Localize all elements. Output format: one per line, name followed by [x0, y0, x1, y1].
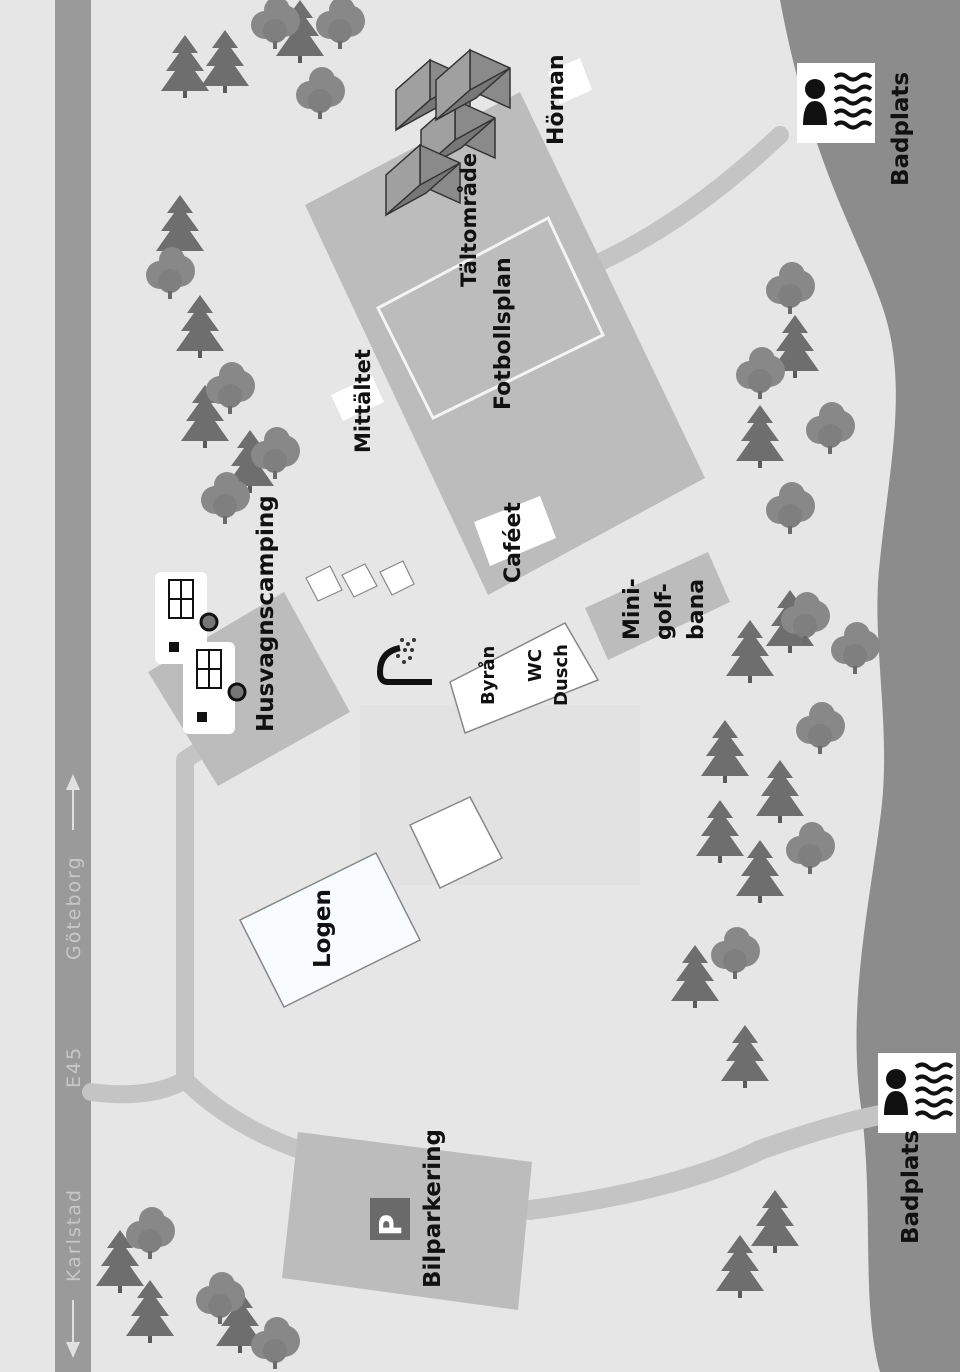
label-fotbollsplan: Fotbollsplan [491, 257, 516, 410]
road-label-goteborg: Göteborg [63, 855, 85, 960]
parking-icon: P [370, 1198, 410, 1240]
road-label-e45: E45 [63, 1046, 85, 1088]
swimmer-icon [876, 1051, 958, 1135]
arrow-up-icon [66, 774, 80, 830]
caravan-area [148, 592, 350, 786]
parking-sign-letter: P [374, 1214, 409, 1236]
road-label-karlstad: Karlstad [63, 1188, 85, 1282]
shower-icon [376, 638, 432, 685]
label-bana: bana [684, 579, 709, 640]
caravan-icon [153, 570, 247, 736]
label-badplats-top: Badplats [888, 72, 914, 186]
label-husvagnscamping: Husvagnscamping [253, 495, 279, 732]
map-labels: Husvagnscamping Mittältet Tältområde Fot… [253, 54, 924, 1288]
label-badplats-bottom: Badplats [898, 1130, 924, 1244]
label-byran: Byrån [477, 646, 499, 705]
road-labels: Karlstad E45 Göteborg [63, 774, 85, 1358]
camping-field [305, 92, 705, 595]
building-hornan [548, 58, 592, 104]
label-dusch: Dusch [551, 644, 572, 706]
lake [780, 0, 960, 1372]
label-bilparkering: Bilparkering [420, 1129, 446, 1288]
building-byran [449, 622, 600, 735]
label-hornan: Hörnan [544, 54, 569, 145]
small-cabins [305, 560, 415, 602]
label-golf: golf- [652, 583, 677, 640]
building-logen [238, 851, 422, 1009]
swimmer-icon [795, 61, 877, 145]
footpaths [82, 126, 890, 1220]
building-mittaltet [331, 376, 384, 421]
label-cafeet: Caféet [501, 502, 526, 583]
building-cafeet [474, 496, 556, 566]
label-mittaltet: Mittältet [351, 349, 375, 453]
football-pitch [376, 215, 605, 420]
label-taltomrade: Tältområde [456, 153, 481, 287]
minigolf-course [585, 552, 730, 660]
road-e45 [55, 0, 91, 1372]
building-square [408, 796, 504, 890]
arrow-down-icon [66, 1300, 80, 1358]
label-mini: Mini- [620, 578, 645, 640]
label-logen: Logen [310, 889, 336, 968]
label-wc: WC [525, 649, 546, 682]
